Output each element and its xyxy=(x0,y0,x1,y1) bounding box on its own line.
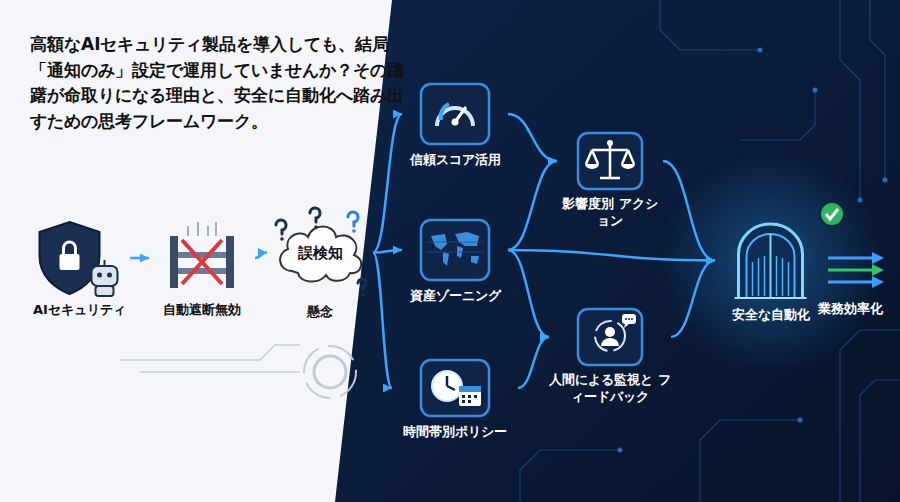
circuit-traces xyxy=(520,0,900,502)
node-label: 信頼スコア活用 xyxy=(402,152,508,169)
ring-decor xyxy=(304,346,356,398)
icon-node: 人間による監視と フィードバック xyxy=(549,306,671,406)
node-label: 資産ゾーニング xyxy=(402,288,508,305)
flow-connector xyxy=(130,257,149,260)
check-badge xyxy=(821,203,843,225)
icon-node: 時間帯別ポリシー xyxy=(392,356,518,441)
node-label: AIセキュリティ xyxy=(29,302,130,319)
node-label: 人間による監視と フィードバック xyxy=(549,372,671,406)
node-icon xyxy=(392,356,518,420)
flow-connector xyxy=(373,250,402,253)
flow-connector xyxy=(508,161,557,250)
icon-node: 自動遮断無効 xyxy=(149,218,255,319)
icon-node: 安全な自動化 xyxy=(715,218,826,324)
gate-icon xyxy=(149,218,255,298)
node-label: 安全な自動化 xyxy=(715,307,826,324)
flow-connector xyxy=(518,337,549,388)
gate-glow xyxy=(660,152,880,372)
node-icon xyxy=(402,80,508,148)
flow-connector xyxy=(663,161,715,261)
node-icon xyxy=(149,218,255,298)
headline: 高額なAIセキュリティ製品を導入しても、結局「通知のみ」設定で運用していませんか… xyxy=(30,32,410,134)
flow-connector xyxy=(508,114,557,161)
safe-gate-icon xyxy=(715,218,826,303)
node-icon xyxy=(402,216,508,284)
trace-decor xyxy=(120,345,300,372)
map-icon xyxy=(402,216,508,284)
icon-node: AIセキュリティ xyxy=(29,218,130,319)
result-arrows xyxy=(828,252,884,288)
flow-connector xyxy=(671,261,715,338)
human-loop-icon xyxy=(549,306,671,368)
icon-node: 資産ゾーニング xyxy=(402,216,508,305)
flow-connector xyxy=(373,253,392,389)
flow-connector xyxy=(508,250,549,337)
circuit-dots xyxy=(618,48,888,453)
shield-icon xyxy=(29,218,130,298)
icon-node: 誤検知懸念 xyxy=(267,205,373,321)
gauge-icon xyxy=(402,80,508,148)
node-icon xyxy=(715,218,826,303)
node-icon xyxy=(557,130,663,192)
icon-node: 信頼スコア活用 xyxy=(402,80,508,169)
flow-connector xyxy=(255,253,267,259)
node-label: 懸念 xyxy=(267,304,373,321)
node-icon xyxy=(29,218,130,298)
node-label: 自動遮断無効 xyxy=(149,302,255,319)
flow-connector xyxy=(508,250,715,261)
node-label: 影響度別 アクション xyxy=(557,196,663,230)
node-icon xyxy=(549,306,671,368)
node-label: 時間帯別ポリシー xyxy=(392,424,518,441)
cloud-text: 誤検知 xyxy=(267,243,373,262)
flow-connector xyxy=(373,114,402,253)
icon-node: 影響度別 アクション xyxy=(557,130,663,230)
node-icon: 誤検知 xyxy=(267,205,373,300)
outcome-label: 業務効率化 xyxy=(818,300,883,318)
dark-ground xyxy=(335,0,900,502)
scales-icon xyxy=(557,130,663,192)
clock-calendar-icon xyxy=(392,356,518,420)
